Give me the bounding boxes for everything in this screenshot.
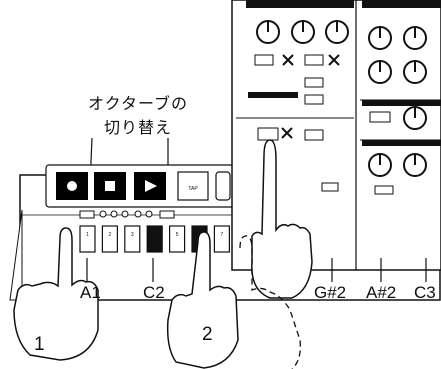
knob[interactable] [292, 21, 314, 43]
type-select-button[interactable] [375, 186, 393, 194]
step-key-3[interactable] [125, 226, 140, 252]
display-button[interactable] [322, 183, 338, 191]
note-label-g-sharp-2: G#2 [314, 283, 346, 302]
tap-slot [216, 172, 230, 200]
step-key-label: 3 [131, 232, 134, 238]
step-key-1[interactable] [80, 226, 95, 252]
octave-up-button[interactable] [160, 211, 174, 218]
hand-number-1: 1 [34, 334, 45, 355]
motion-seq-button[interactable] [305, 130, 323, 140]
knob[interactable] [404, 27, 426, 49]
stop-icon [105, 181, 115, 191]
distortion-button[interactable] [370, 112, 390, 122]
osc2-wave-button[interactable] [305, 55, 323, 65]
osc-mod-button[interactable] [305, 78, 323, 87]
knob[interactable] [404, 61, 426, 83]
note-label-c2: C2 [143, 283, 165, 302]
tap-label: TAP [188, 186, 198, 192]
note-label-a1: A1 [80, 283, 101, 302]
note-label-c3: C3 [414, 283, 436, 302]
step-key-label: 1 [86, 232, 89, 238]
osc2-mod-button[interactable] [305, 95, 323, 104]
record-icon [67, 181, 77, 191]
knob[interactable] [369, 154, 391, 176]
step-key-7[interactable] [214, 226, 229, 252]
step-key-2[interactable] [102, 226, 117, 252]
knob[interactable] [369, 61, 391, 83]
knob[interactable] [326, 21, 348, 43]
edit-select-button[interactable] [258, 128, 278, 140]
octave-down-button[interactable] [80, 211, 94, 218]
hand-number-2: 2 [202, 324, 213, 345]
transport-panel: TAP [46, 165, 246, 207]
step-key-label: 4 [153, 232, 156, 238]
knob[interactable] [369, 27, 391, 49]
knob[interactable] [404, 107, 426, 129]
step-key-label: 2 [109, 232, 112, 238]
step-key-label: 5 [176, 232, 179, 238]
knob[interactable] [257, 21, 279, 43]
knob[interactable] [404, 154, 426, 176]
note-label-a-sharp-2: A#2 [366, 283, 396, 302]
osc1-wave-button[interactable] [255, 55, 273, 65]
step-key-label: 7 [221, 232, 224, 238]
step-key-5[interactable] [170, 226, 185, 252]
step-key-4[interactable] [147, 226, 162, 252]
